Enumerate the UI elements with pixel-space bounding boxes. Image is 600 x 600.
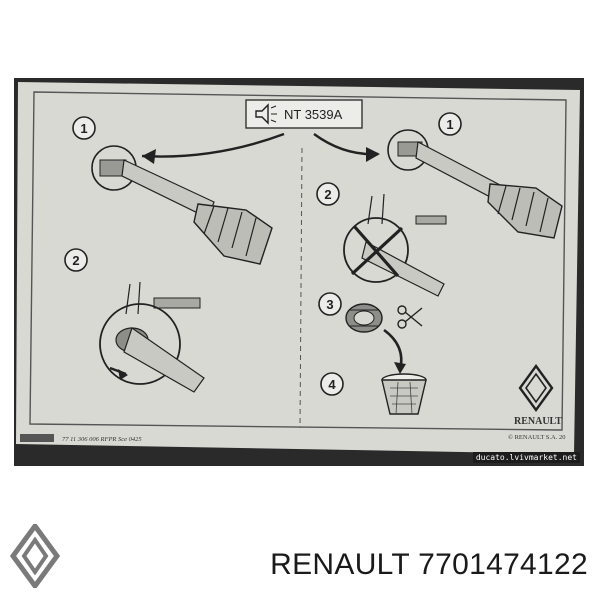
divider-line [299, 147, 303, 429]
right-step-2: 2 [316, 182, 447, 297]
renault-diamond-icon [10, 524, 60, 588]
step-circle [320, 372, 344, 396]
arrow-left-head [142, 149, 156, 164]
cross-out-mark [350, 226, 404, 276]
step-number: 2 [324, 187, 331, 202]
detail-circle [99, 303, 181, 385]
tool-code-box: NT 3539A [245, 99, 363, 129]
left-step-1: 1 [72, 116, 273, 265]
step-number: 2 [72, 253, 79, 268]
renault-diamond-icon [518, 363, 554, 413]
sheet-border [29, 91, 567, 431]
arrow-left [141, 132, 285, 158]
left-step-2: 2 [64, 248, 205, 393]
paper-sheet [16, 82, 580, 454]
tool-code-label: NT 3539A [284, 107, 343, 122]
cv-boot [487, 183, 563, 239]
step-number: 4 [328, 377, 336, 392]
instruction-photo: NT 3539A 1 2 [14, 78, 584, 466]
shaft-section [123, 327, 205, 393]
sheet-footer-ref: 77 11 306 006 RFPR Sce 0425 [62, 436, 142, 443]
step-circle [72, 116, 96, 140]
step-number: 1 [446, 117, 453, 132]
step-circle [316, 182, 340, 206]
speaker-warning-icon [255, 103, 277, 125]
step-circle [438, 112, 462, 136]
instruction-sheet: NT 3539A 1 2 [16, 82, 580, 454]
sheet-copyright: © RENAULT S.A. 20 [508, 434, 566, 441]
step-number: 1 [80, 121, 87, 136]
product-title: RENAULT 7701474122 [270, 548, 588, 581]
waste-basket-icon [381, 373, 427, 415]
detail-circle [343, 217, 409, 283]
ring-part [345, 303, 383, 333]
right-step-1: 1 [387, 112, 563, 239]
scissors-icon [397, 305, 423, 329]
arrow-right-head [366, 147, 380, 162]
step-circle [64, 248, 88, 272]
right-step-4: 4 [320, 372, 427, 415]
step-circle [318, 292, 342, 316]
cv-boot [193, 203, 273, 265]
step-number: 3 [326, 297, 333, 312]
sheet-brand-label: RENAULT [514, 416, 562, 427]
sheet-footer-badge [20, 434, 54, 442]
right-step-3: 3 [318, 292, 423, 374]
tool-shaft [153, 297, 201, 309]
watermark-text: ducato.lvivmarket.net [472, 452, 580, 463]
